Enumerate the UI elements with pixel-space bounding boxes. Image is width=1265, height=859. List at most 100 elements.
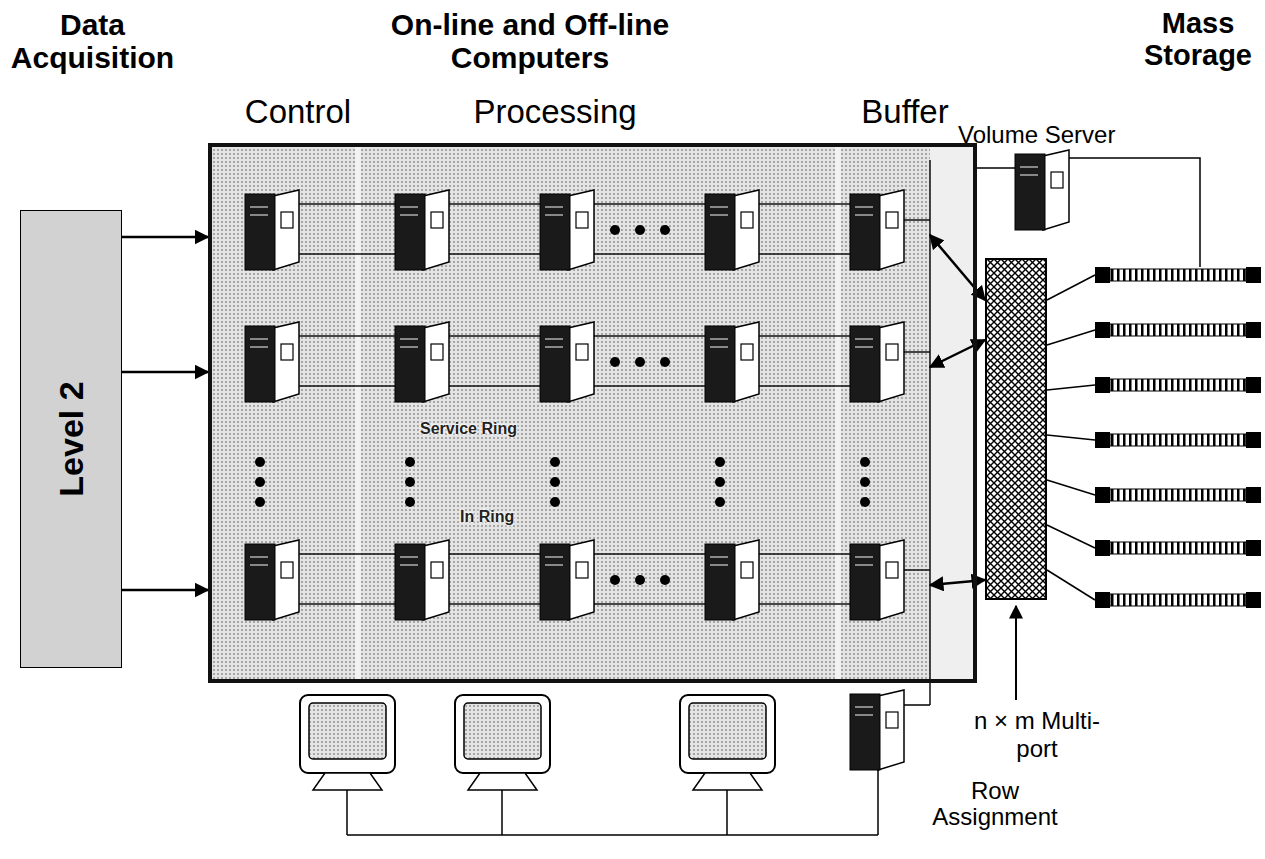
computer-slot xyxy=(1020,174,1038,176)
column-divider xyxy=(355,147,361,679)
computer-slot xyxy=(250,206,268,208)
computer-drive xyxy=(431,562,443,578)
data-arrow xyxy=(122,589,208,592)
computer-slot xyxy=(545,214,563,216)
monitor-case xyxy=(300,695,395,773)
section-heading: On-line and Off-line Computers xyxy=(330,8,730,74)
ellipsis-dot xyxy=(715,477,725,487)
drive-cap xyxy=(1246,540,1261,556)
computer-slot xyxy=(400,214,418,216)
computer-drive xyxy=(741,212,753,228)
ellipsis-dot xyxy=(550,477,560,487)
data-arrow xyxy=(930,340,985,367)
computer-icon xyxy=(1015,150,1069,230)
computer-slot xyxy=(1020,166,1038,168)
ellipsis-dot xyxy=(405,497,415,507)
computer-front xyxy=(850,544,880,620)
monitor-base xyxy=(693,773,762,790)
computer-slot xyxy=(400,338,418,340)
ellipsis-dot xyxy=(255,477,265,487)
computer-slot xyxy=(855,706,873,708)
computer-side xyxy=(733,322,759,402)
multiport-hatch xyxy=(985,258,1047,600)
computer-icon xyxy=(850,322,904,402)
drive-cap xyxy=(1246,267,1261,283)
data-arrow xyxy=(122,371,208,374)
ellipsis-dot xyxy=(660,575,670,585)
computer-front xyxy=(705,326,735,402)
computer-drive xyxy=(281,344,293,360)
console-line xyxy=(877,770,879,835)
ellipsis-dot xyxy=(860,477,870,487)
column-heading: Processing xyxy=(473,93,636,131)
computer-drive xyxy=(886,344,898,360)
drive-cap xyxy=(1095,267,1110,283)
computer-icon xyxy=(540,190,594,270)
console-line xyxy=(347,834,878,836)
computer-side xyxy=(1043,150,1069,230)
storage-line xyxy=(1047,480,1095,495)
computer-drive xyxy=(886,562,898,578)
ellipsis-dot xyxy=(405,477,415,487)
drive-cap xyxy=(1246,592,1261,608)
ellipsis-dot xyxy=(610,357,620,367)
computer-slot xyxy=(400,346,418,348)
computer-drive xyxy=(1051,172,1063,188)
panel-ground xyxy=(208,143,977,683)
multiport-label: n × m Multi-port xyxy=(971,707,1103,762)
drive-cap xyxy=(1095,540,1110,556)
computer-slot xyxy=(710,556,728,558)
ellipsis-dot xyxy=(635,357,645,367)
console-line xyxy=(726,790,728,835)
console-line xyxy=(501,790,503,835)
leader-line xyxy=(1015,606,1017,700)
computer-slot xyxy=(855,556,873,558)
ellipsis-dot xyxy=(405,457,415,467)
tape-drive xyxy=(1110,489,1246,501)
ellipsis-dot xyxy=(255,457,265,467)
computer-icon xyxy=(245,322,299,402)
level-label: Level 2 xyxy=(52,381,91,496)
computer-icon xyxy=(705,190,759,270)
computer-front xyxy=(540,326,570,402)
computer-front xyxy=(245,194,275,270)
computer-front xyxy=(395,194,425,270)
ellipsis-dot xyxy=(635,225,645,235)
computer-icon xyxy=(850,540,904,620)
storage-line xyxy=(1047,330,1095,345)
storage-line xyxy=(1047,525,1095,548)
computer-side xyxy=(733,190,759,270)
computer-slot xyxy=(710,564,728,566)
computer-icon xyxy=(705,322,759,402)
server-line xyxy=(1069,158,1200,267)
computer-side xyxy=(733,540,759,620)
computer-side xyxy=(568,540,594,620)
tape-drive xyxy=(1110,434,1246,446)
computer-slot xyxy=(710,214,728,216)
computer-icon xyxy=(395,322,449,402)
drive-cap xyxy=(1095,322,1110,338)
computer-slot xyxy=(250,346,268,348)
computer-side xyxy=(568,190,594,270)
ellipsis-dot xyxy=(610,575,620,585)
multiport-box: n × m Multi-port xyxy=(985,258,1047,600)
column-heading: Control xyxy=(245,93,351,131)
monitor-screen xyxy=(309,703,386,759)
ring-label: Service Ring xyxy=(420,420,517,438)
computer-icon xyxy=(705,540,759,620)
computer-side xyxy=(423,540,449,620)
drive-cap xyxy=(1095,377,1110,393)
computer-side xyxy=(273,190,299,270)
computer-slot xyxy=(400,206,418,208)
ellipsis-dot xyxy=(550,457,560,467)
storage-line xyxy=(1047,435,1095,440)
drive-cap xyxy=(1095,592,1110,608)
computer-front xyxy=(395,544,425,620)
computer-side xyxy=(423,322,449,402)
tape-drive xyxy=(1110,542,1246,554)
computer-icon xyxy=(245,540,299,620)
ellipsis-dot xyxy=(860,497,870,507)
drive-cap xyxy=(1246,487,1261,503)
ellipsis-dot xyxy=(660,357,670,367)
computer-front xyxy=(850,694,880,770)
